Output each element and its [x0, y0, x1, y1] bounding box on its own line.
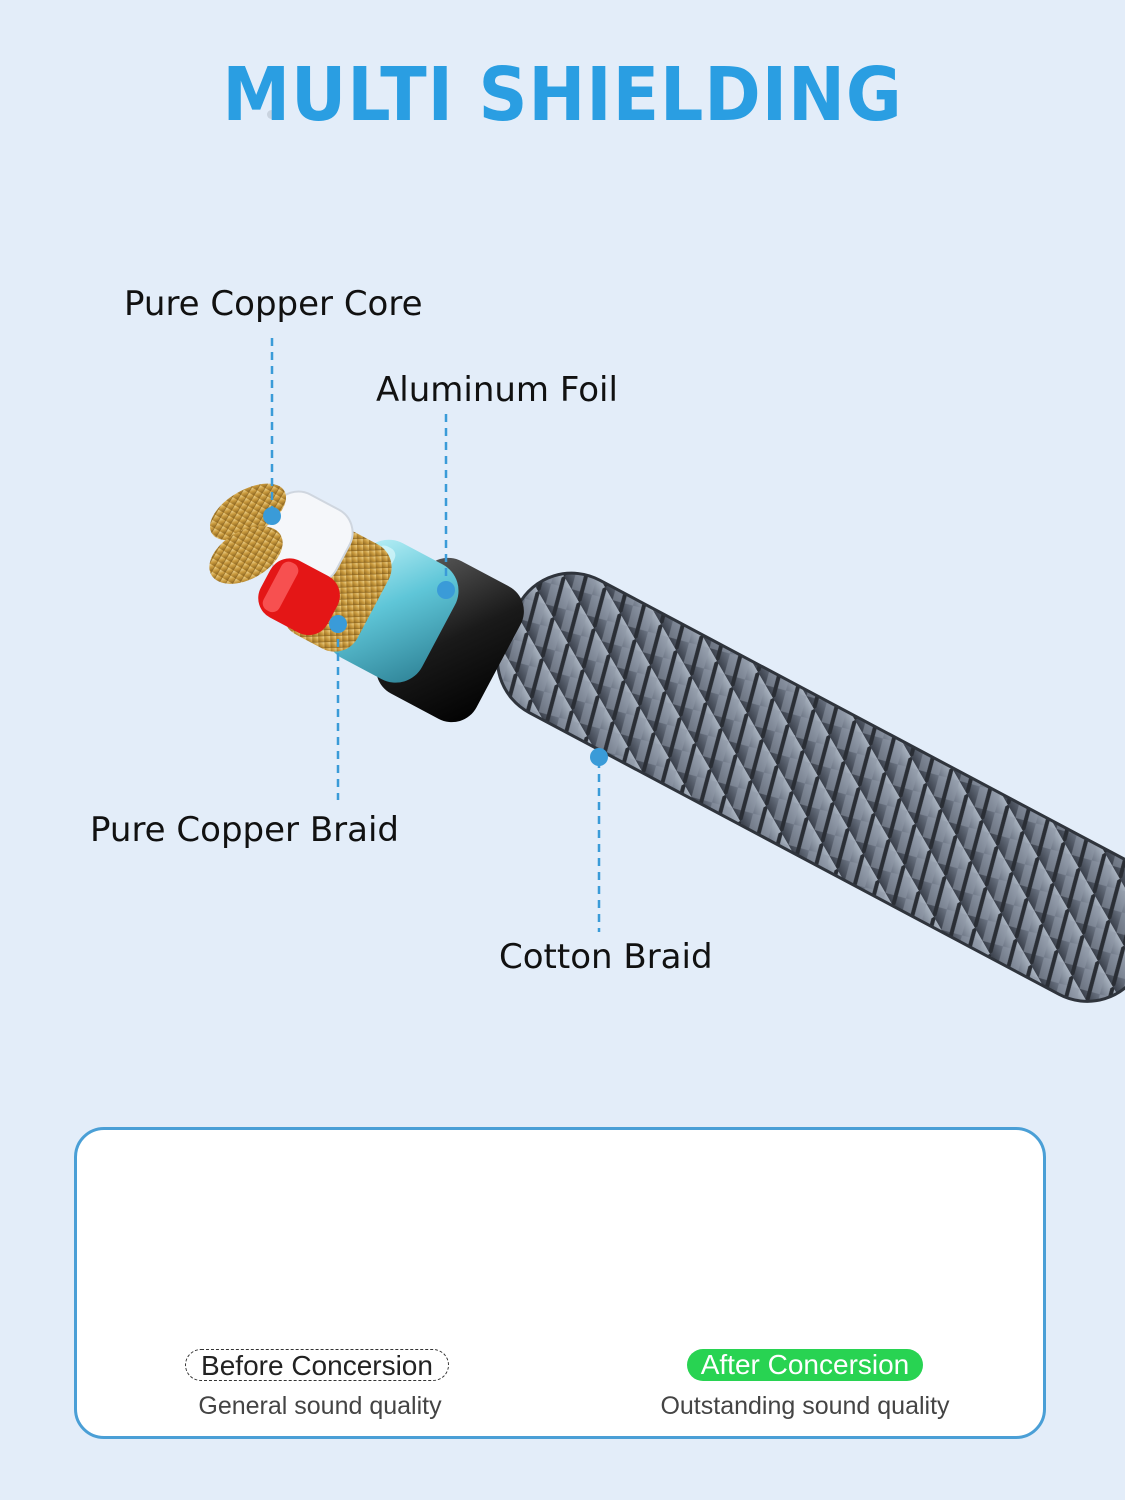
sound-comparison-panel [74, 1127, 1046, 1439]
title-dot [267, 110, 276, 119]
marker-dot-foil [437, 581, 455, 599]
before-conversion-subtitle: General sound quality [198, 1392, 442, 1420]
page-title: MULTI SHIELDING [222, 52, 903, 138]
label-pure-copper-braid: Pure Copper Braid [90, 810, 399, 850]
red-insulation [258, 558, 340, 636]
leader-lines [270, 338, 601, 932]
marker-dots [263, 507, 608, 766]
after-conversion-subtitle: Outstanding sound quality [660, 1392, 950, 1420]
label-aluminum-foil: Aluminum Foil [376, 370, 618, 410]
marker-dot-cotton [590, 748, 608, 766]
marker-dot-braid [329, 615, 347, 633]
before-conversion-badge: Before Concersion [185, 1349, 449, 1381]
label-pure-copper-core: Pure Copper Core [124, 284, 423, 324]
marker-dot-core [263, 507, 281, 525]
after-conversion-badge: After Concersion [687, 1349, 923, 1381]
label-cotton-braid: Cotton Braid [499, 937, 713, 977]
copper-core-strands [209, 483, 286, 584]
